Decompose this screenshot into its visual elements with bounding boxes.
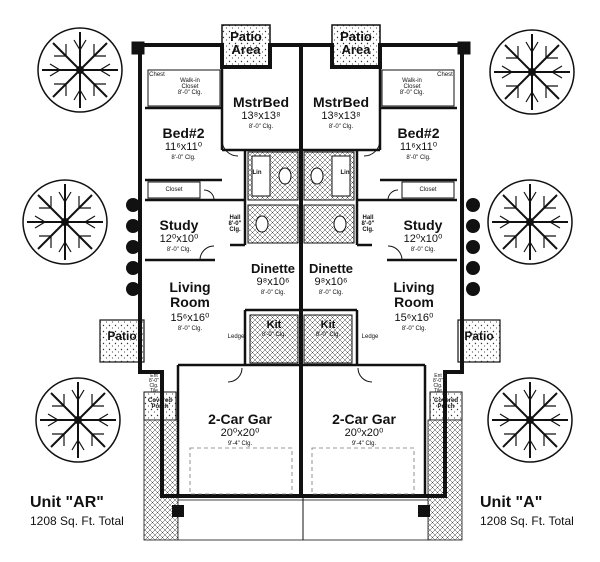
living-label-left: Living Room xyxy=(169,279,211,311)
bed2-label-left: Bed#2 xyxy=(162,125,205,141)
kitchen-left xyxy=(249,314,299,364)
study-size-left: 12⁰x10⁰ xyxy=(159,233,199,245)
patio-area-label-right: Patio Area xyxy=(340,29,372,57)
hall-label-left: Hall 8'-0" Clg. xyxy=(228,215,242,233)
chest-label-left: Chest xyxy=(149,72,165,78)
patio-side-label-left: Patio xyxy=(107,329,137,343)
study-size-right: 12⁰x10⁰ xyxy=(403,233,443,245)
dinette-clg-right: 8'-0" Clg. xyxy=(318,290,344,296)
dinette-label-left: Dinette xyxy=(250,261,296,276)
mstrbed-size-left: 13⁸x13⁸ xyxy=(241,110,281,122)
patio-side-label-right: Patio xyxy=(464,329,494,343)
unit-area-left: 1208 Sq. Ft. Total xyxy=(30,514,124,528)
garage-size-left: 20⁰x20⁰ xyxy=(220,427,260,439)
study-clg-left: 8'-0" Clg. xyxy=(166,247,192,253)
closet-label-left: Closet xyxy=(165,187,183,193)
living-label-right: Living Room xyxy=(393,279,435,311)
study-label-left: Study xyxy=(159,217,199,233)
dinette-size-left: 9⁸x10⁶ xyxy=(256,276,290,288)
living-size-left: 15⁶x16⁰ xyxy=(170,312,210,324)
garage-clg-left: 9'-4" Clg. xyxy=(227,441,253,447)
tree-icon xyxy=(489,29,575,115)
dinette-clg-left: 8'-0" Clg. xyxy=(260,290,286,296)
kit-clg-right: 8'-0" Clg. xyxy=(315,332,341,338)
kitchen-right xyxy=(303,314,353,364)
dinette-size-right: 9⁸x10⁶ xyxy=(314,276,348,288)
unit-name-right: Unit "A" xyxy=(480,494,543,511)
garage-label-left: 2-Car Gar xyxy=(208,411,272,427)
lin-label-left: Lin xyxy=(252,170,262,176)
ent-label-left: Ent 8'-0" Clg. Tile xyxy=(149,373,159,394)
covered-porch-label-right: Covered Porch xyxy=(433,398,458,410)
tree-icon xyxy=(22,179,108,265)
patio-area-label-left: Patio Area xyxy=(230,29,262,57)
tree-icon xyxy=(35,377,121,463)
unit-name-left: Unit "AR" xyxy=(30,494,104,511)
tree-icon xyxy=(37,27,123,113)
kit-label-right: Kit xyxy=(320,319,336,331)
shrubs-right xyxy=(466,198,480,296)
garage-label-right: 2-Car Gar xyxy=(332,411,396,427)
ent-label-right: Ent 8'-0" Clg. Tile xyxy=(433,373,443,394)
garage-clg-right: 9'-4" Clg. xyxy=(351,441,377,447)
patio-side-right xyxy=(457,319,501,363)
patio-side-left xyxy=(99,319,145,363)
tree-icon xyxy=(487,377,573,463)
kit-label-left: Kit xyxy=(266,319,282,331)
unit-area-right: 1208 Sq. Ft. Total xyxy=(480,514,574,528)
shrubs-left xyxy=(126,198,140,296)
mstrbed-size-right: 13⁸x13⁸ xyxy=(321,110,361,122)
chest-label-right: Chest xyxy=(437,72,453,78)
ledge-label-right: Ledge xyxy=(361,334,379,340)
living-clg-left: 8'-0" Clg. xyxy=(177,326,203,332)
kit-clg-left: 8'-0" Clg. xyxy=(261,332,287,338)
closet-label-right: Closet xyxy=(419,187,437,193)
bed2-clg-left: 8'-0" Clg. xyxy=(171,155,196,161)
study-clg-right: 8'-0" Clg. xyxy=(410,247,436,253)
bed2-size-left: 11⁶x11⁰ xyxy=(164,141,203,153)
mstrbed-clg-left: 8'-0" Clg. xyxy=(248,124,274,130)
mstrbed-label-left: MstrBed xyxy=(232,94,289,110)
living-size-right: 15⁶x16⁰ xyxy=(394,312,434,324)
mstrbed-label-right: MstrBed xyxy=(312,94,369,110)
dinette-label-right: Dinette xyxy=(308,261,354,276)
covered-porch-label-left: Covered Porch xyxy=(147,398,172,410)
garage-size-right: 20⁰x20⁰ xyxy=(344,427,384,439)
walkin-label-left: Walk-in Closet 8'-0" Clg. xyxy=(177,78,203,96)
study-label-right: Study xyxy=(403,217,443,233)
bed2-clg-right: 8'-0" Clg. xyxy=(406,155,431,161)
tree-icon xyxy=(487,179,573,265)
walkin-label-right: Walk-in Closet 8'-0" Clg. xyxy=(399,78,425,96)
mstrbed-clg-right: 8'-0" Clg. xyxy=(328,124,354,130)
lin-label-right: Lin xyxy=(340,170,350,176)
ledge-label-left: Ledge xyxy=(227,334,245,340)
bed2-size-right: 11⁶x11⁰ xyxy=(399,141,438,153)
hall-label-right: Hall 8'-0" Clg. xyxy=(361,215,375,233)
bed2-label-right: Bed#2 xyxy=(397,125,440,141)
living-clg-right: 8'-0" Clg. xyxy=(401,326,427,332)
